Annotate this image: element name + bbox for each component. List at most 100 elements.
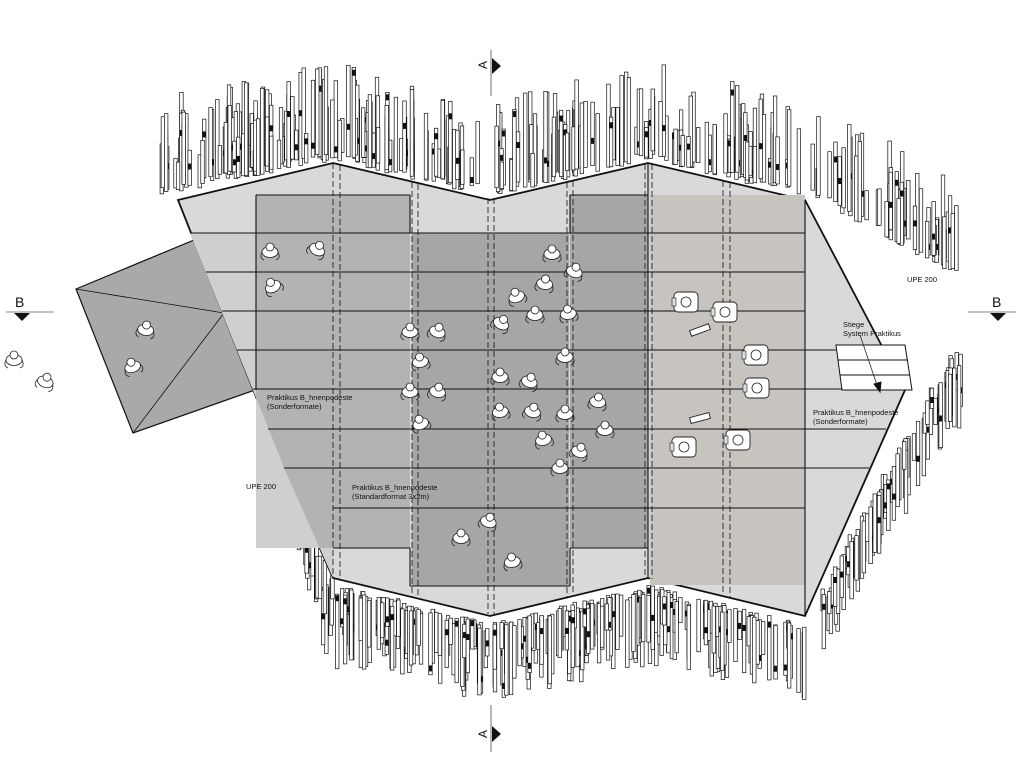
post bbox=[583, 100, 588, 168]
post-mark bbox=[637, 141, 641, 148]
stage-label-left: Praktikus B_hnenpodeste (Sonderformate) bbox=[267, 393, 352, 411]
post-mark bbox=[385, 94, 390, 101]
post-mark bbox=[236, 155, 241, 162]
post bbox=[615, 107, 620, 166]
table bbox=[689, 411, 711, 425]
post bbox=[619, 594, 624, 637]
post-mark bbox=[179, 130, 184, 137]
post-mark bbox=[286, 111, 291, 118]
post bbox=[861, 520, 866, 574]
post-mark bbox=[931, 233, 936, 240]
person bbox=[555, 404, 575, 423]
post bbox=[816, 116, 821, 196]
person bbox=[525, 305, 545, 324]
post bbox=[559, 109, 564, 177]
post-mark bbox=[728, 140, 732, 147]
post bbox=[384, 105, 389, 170]
post bbox=[854, 535, 859, 581]
post bbox=[265, 116, 270, 167]
post bbox=[854, 155, 859, 222]
post bbox=[644, 127, 649, 158]
stair-label-line2: System Praktikus bbox=[843, 329, 901, 338]
post bbox=[323, 66, 329, 156]
post bbox=[215, 99, 220, 179]
canopy-roof bbox=[75, 239, 256, 434]
post bbox=[366, 600, 372, 648]
stage-label-center-line2: (Standardformat 3x2m) bbox=[352, 492, 430, 501]
post-mark bbox=[388, 159, 392, 166]
person bbox=[508, 287, 528, 307]
post bbox=[460, 149, 465, 185]
post-mark bbox=[860, 190, 864, 197]
post bbox=[891, 466, 897, 521]
stage-area-center-top bbox=[570, 195, 648, 548]
post bbox=[499, 622, 504, 650]
post bbox=[465, 618, 470, 674]
post bbox=[646, 594, 651, 643]
post bbox=[619, 75, 624, 167]
post-mark bbox=[930, 397, 934, 404]
post bbox=[604, 603, 609, 631]
person bbox=[595, 420, 615, 439]
post bbox=[877, 188, 882, 226]
post-mark bbox=[662, 125, 666, 132]
post bbox=[376, 127, 381, 164]
post bbox=[551, 116, 557, 178]
post bbox=[402, 100, 407, 173]
post bbox=[912, 205, 918, 250]
post bbox=[638, 88, 644, 157]
post bbox=[954, 205, 959, 271]
post-mark bbox=[895, 179, 899, 186]
post-mark bbox=[390, 614, 394, 621]
post-mark bbox=[783, 664, 788, 671]
post bbox=[650, 88, 655, 152]
post bbox=[631, 594, 636, 652]
post bbox=[358, 597, 363, 642]
post-mark bbox=[768, 161, 772, 168]
post-mark bbox=[232, 159, 237, 166]
post bbox=[217, 145, 222, 175]
post-mark bbox=[913, 220, 917, 227]
person bbox=[400, 322, 420, 341]
person bbox=[587, 392, 607, 412]
post-mark bbox=[840, 571, 844, 578]
post bbox=[223, 122, 228, 174]
post bbox=[393, 96, 399, 173]
post bbox=[527, 615, 532, 673]
post bbox=[847, 124, 852, 212]
post bbox=[440, 99, 445, 180]
post bbox=[696, 598, 701, 653]
post-mark bbox=[686, 143, 691, 150]
post-mark bbox=[707, 159, 712, 166]
post bbox=[286, 81, 291, 168]
post bbox=[367, 94, 373, 169]
post-mark bbox=[516, 142, 520, 149]
post bbox=[260, 87, 265, 175]
post bbox=[868, 506, 873, 564]
post bbox=[547, 615, 552, 685]
post bbox=[918, 188, 924, 253]
post bbox=[304, 133, 309, 164]
post-mark bbox=[385, 639, 389, 646]
person bbox=[555, 347, 575, 366]
post bbox=[181, 111, 186, 185]
post-mark bbox=[372, 153, 376, 160]
section-marker-b-left bbox=[6, 311, 54, 321]
post-mark bbox=[822, 603, 826, 610]
post bbox=[269, 135, 274, 170]
person bbox=[306, 241, 325, 261]
post bbox=[641, 593, 646, 643]
post bbox=[396, 599, 401, 637]
stair-label: Stiege System Praktikus bbox=[843, 320, 901, 338]
post bbox=[703, 599, 709, 646]
post-mark bbox=[499, 154, 504, 161]
post bbox=[773, 625, 778, 680]
post bbox=[810, 143, 815, 191]
post bbox=[290, 96, 295, 160]
person bbox=[491, 402, 511, 422]
post bbox=[315, 68, 320, 155]
post bbox=[448, 100, 453, 184]
post bbox=[335, 593, 340, 670]
post bbox=[906, 180, 911, 240]
post bbox=[400, 608, 405, 675]
